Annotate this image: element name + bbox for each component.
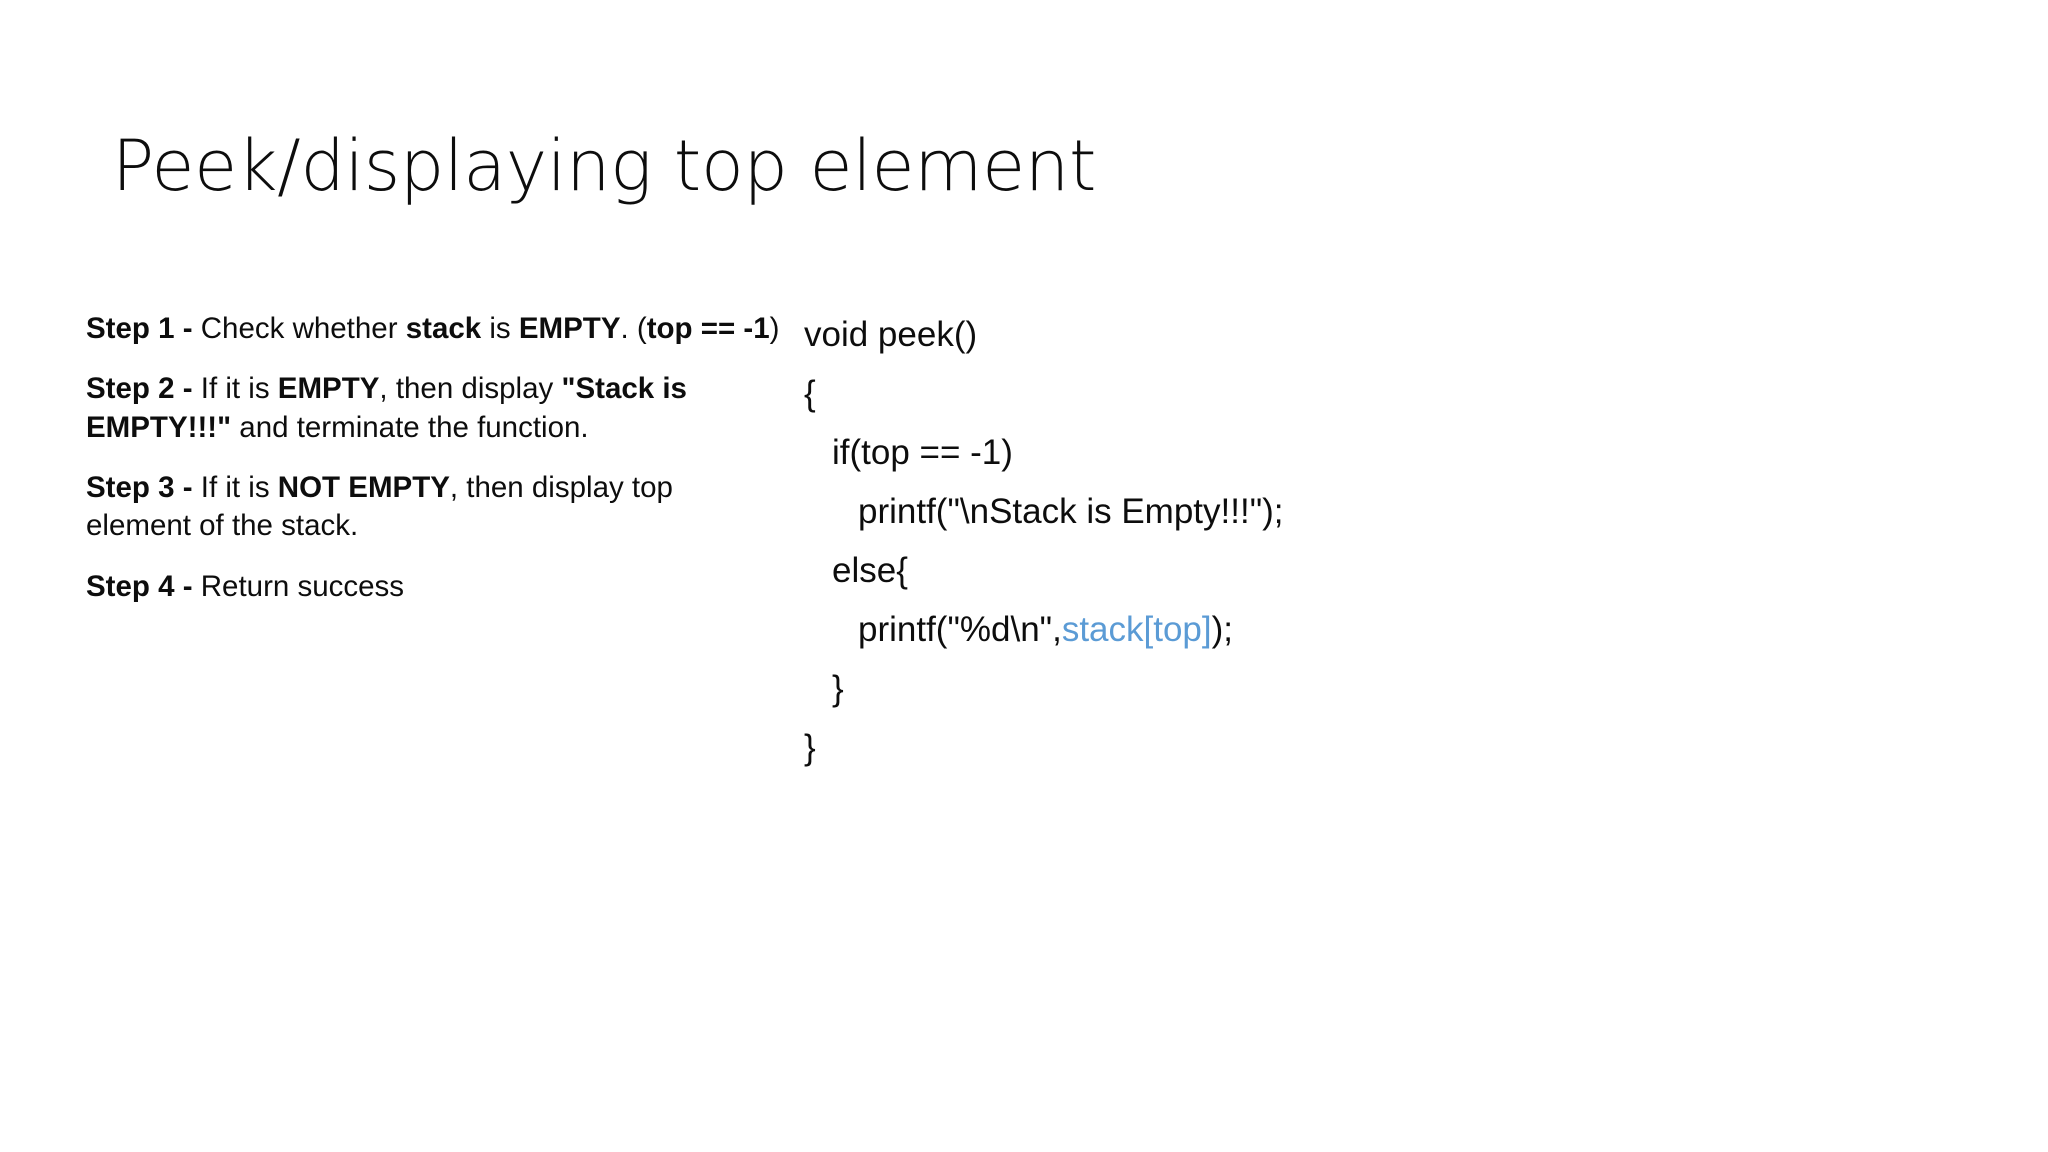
step-1-run-1: Check whether — [200, 312, 406, 345]
step-2-run-2: EMPTY — [277, 372, 380, 406]
code-line-function-signature-token-0: void peek() — [804, 315, 978, 354]
code-line-close-brace-outer-token-0: } — [804, 727, 816, 767]
step-2-run-3: , then display — [379, 372, 562, 406]
step-1-run-4: EMPTY — [518, 312, 621, 345]
code-line-printf-top-token-1: stack[top] — [1061, 609, 1212, 649]
step-4-run-1: Return success — [200, 569, 405, 603]
code-line-if-condition: if(top == -1) — [804, 424, 1984, 483]
step-1-run-3: is — [481, 312, 519, 345]
step-1: Step 1 - Check whether stack is EMPTY. (… — [86, 310, 786, 348]
code-line-else-open: else{ — [804, 542, 1984, 601]
step-1-run-2: stack — [405, 312, 482, 345]
step-3-run-2: NOT EMPTY — [277, 471, 450, 505]
code-line-close-brace-else: } — [804, 660, 1984, 719]
code-line-printf-top: printf("%d\n",stack[top]); — [804, 601, 1984, 660]
code-listing-block: void peek() { if(top == -1) printf("\nStack… — [804, 306, 1984, 778]
code-line-else-open-token-0: else{ — [832, 550, 908, 590]
step-4: Step 4 - Return success — [86, 568, 786, 606]
code-line-printf-empty: printf("\nStack is Empty!!!"); — [804, 483, 1984, 542]
step-1-run-5: . ( — [620, 312, 647, 345]
code-line-printf-empty-token-0: printf("\nStack is Empty!!!"); — [858, 491, 1284, 531]
code-line-printf-top-token-0: printf("%d\n", — [858, 609, 1062, 649]
step-1-run-0: Step 1 - — [86, 312, 201, 345]
step-2-run-1: If it is — [200, 372, 278, 406]
step-4-run-0: Step 4 - — [86, 569, 201, 603]
code-line-if-condition-token-0: if(top == -1) — [832, 432, 1013, 472]
step-3-run-0: Step 3 - — [86, 471, 201, 505]
step-3-run-3: , then display top element of the stack. — [86, 471, 673, 543]
page-title: Peek/displaying top element — [112, 124, 1097, 207]
step-2-run-5: and terminate the function. — [231, 410, 589, 444]
code-line-open-brace-outer: { — [804, 365, 1984, 424]
step-3-run-1: If it is — [200, 471, 278, 505]
step-2-run-0: Step 2 - — [86, 372, 201, 406]
step-3: Step 3 - If it is NOT EMPTY, then displa… — [86, 469, 786, 546]
code-line-close-brace-else-token-0: } — [832, 668, 844, 708]
steps-text-block: Step 1 - Check whether stack is EMPTY. (… — [86, 310, 786, 606]
step-1-run-7: ) — [769, 312, 780, 345]
step-2-run-4: "Stack is EMPTY!!!" — [86, 372, 687, 444]
code-line-close-brace-outer: } — [804, 719, 1984, 778]
step-1-run-6: top == -1 — [646, 312, 770, 345]
code-line-printf-top-token-2: ); — [1211, 609, 1234, 649]
code-line-function-signature: void peek() — [804, 306, 1984, 365]
code-line-open-brace-outer-token-0: { — [804, 373, 816, 413]
step-2: Step 2 - If it is EMPTY, then display "S… — [86, 370, 786, 447]
